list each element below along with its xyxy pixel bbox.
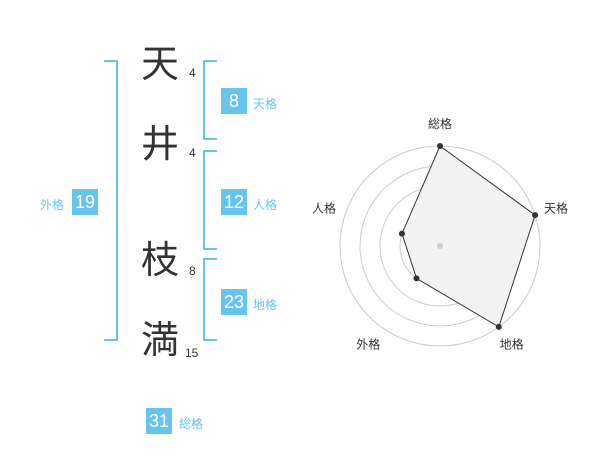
radar-points	[398, 143, 539, 330]
radar-axis-label: 外格	[356, 337, 380, 352]
gaikaku-label: 外格	[40, 198, 65, 212]
chikaku-bracket	[203, 258, 217, 341]
radar-axis-label: 人格	[312, 200, 336, 215]
name-char-4: 満	[141, 318, 180, 362]
soukaku-value-badge: 31	[146, 408, 173, 434]
stroke-count-3: 8	[189, 264, 196, 278]
name-char-1: 天	[141, 42, 180, 86]
radar-data-area	[401, 145, 536, 328]
jinkaku-bracket	[203, 150, 217, 250]
chikaku-label: 地格	[253, 298, 278, 312]
radar-axis-label: 総格	[428, 116, 452, 131]
stroke-count-4: 15	[185, 346, 199, 360]
soukaku-label: 総格	[179, 417, 204, 431]
tenkaku-bracket	[203, 60, 217, 140]
tenkaku-value-badge: 8	[221, 88, 247, 114]
jinkaku-value-badge: 12	[221, 189, 248, 215]
gaikaku-bracket	[104, 60, 118, 341]
radar-point	[495, 323, 502, 330]
chikaku-value-badge: 23	[221, 289, 248, 315]
radar-axis-label: 地格	[500, 337, 524, 352]
name-char-3: 枝	[141, 238, 180, 282]
radar-point	[532, 212, 539, 219]
radar-point	[437, 143, 443, 149]
tenkaku-label: 天格	[253, 97, 278, 111]
gaikaku-value-badge: 19	[72, 189, 99, 215]
stroke-count-2: 4	[189, 146, 196, 160]
radar-point	[413, 275, 420, 282]
stroke-count-1: 4	[189, 66, 196, 80]
jinkaku-label: 人格	[253, 198, 278, 212]
radar-axis-label: 天格	[544, 200, 568, 215]
name-char-2: 井	[141, 122, 180, 166]
radar-point	[398, 230, 405, 237]
radar-center-dot	[437, 243, 443, 249]
